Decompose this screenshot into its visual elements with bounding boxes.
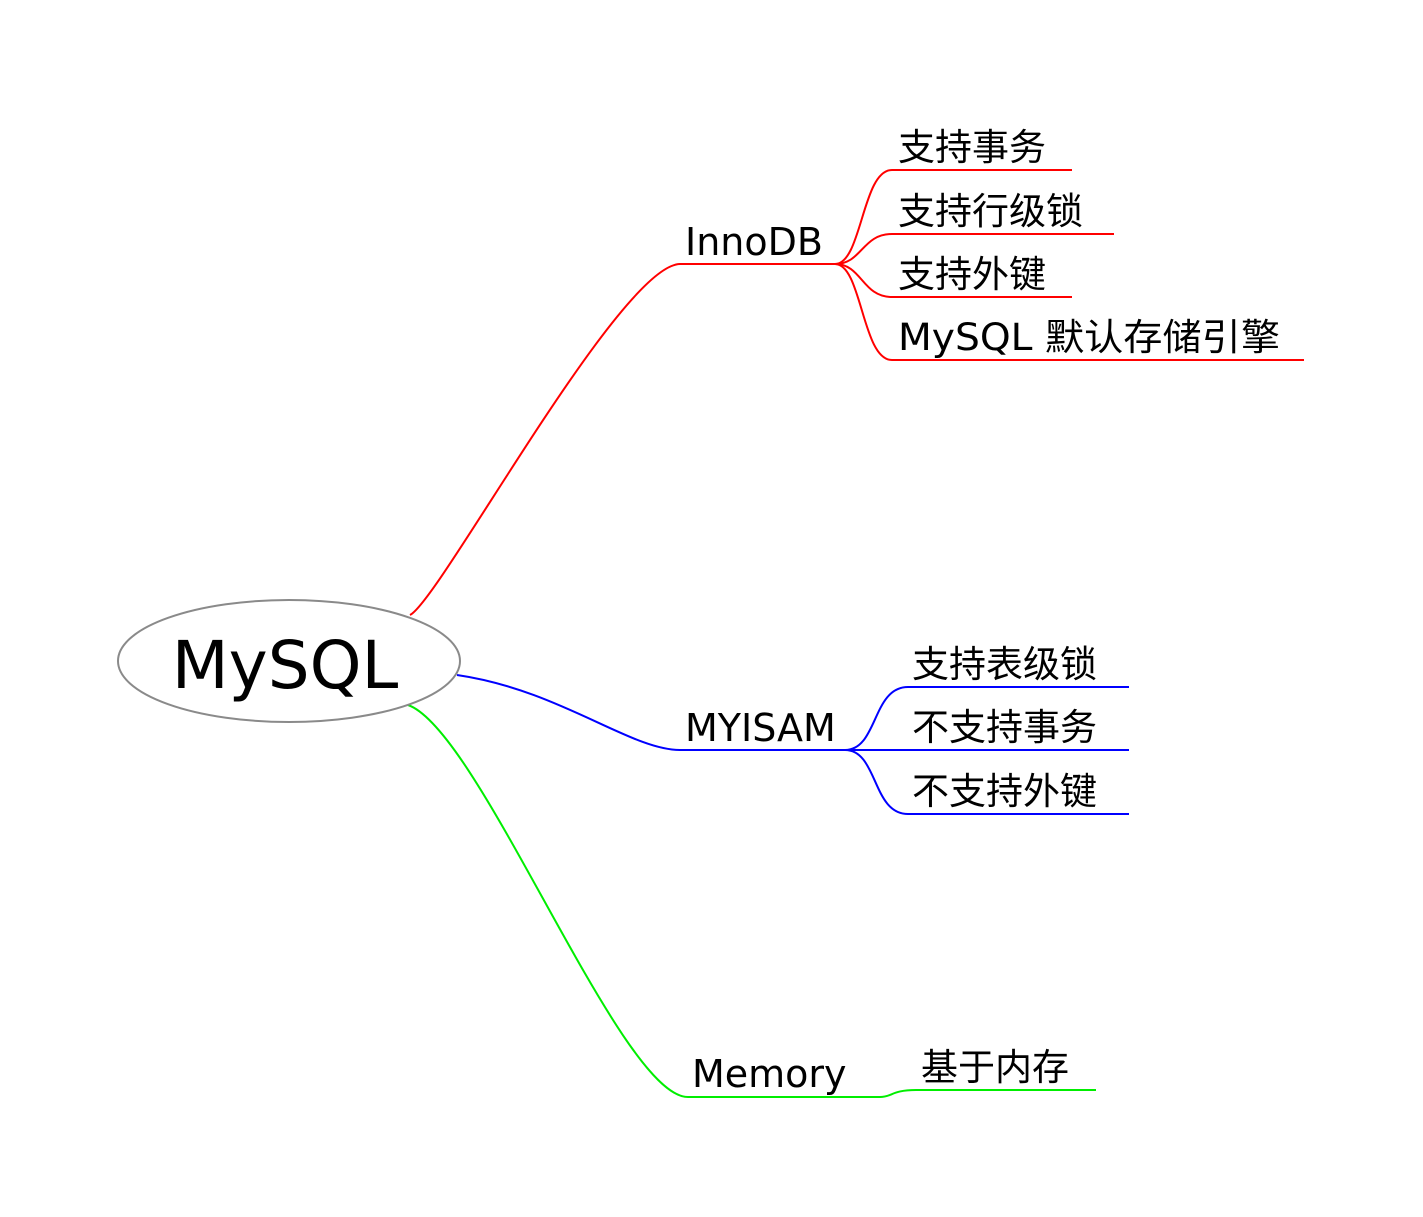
leaf-myisam-no-transactions[interactable]: 不支持事务 [912,706,1097,749]
innodb-leaf-connectors [834,169,1304,361]
leaf-myisam-table-lock[interactable]: 支持表级锁 [912,643,1097,686]
leaf-innodb-foreign-keys[interactable]: 支持外键 [898,253,1046,296]
myisam-leaf-connectors [844,686,1129,815]
root-label: MySQL [172,627,399,704]
branch-label-innodb[interactable]: InnoDB [685,220,823,264]
branch-label-memory[interactable]: Memory [692,1052,847,1096]
memory-leaf-connectors [879,1089,1096,1098]
leaf-innodb-transactions[interactable]: 支持事务 [898,126,1046,169]
connector-root-innodb [409,263,835,616]
leaf-innodb-row-lock[interactable]: 支持行级锁 [898,190,1083,233]
leaf-innodb-default-engine[interactable]: MySQL 默认存储引擎 [898,316,1280,359]
branch-label-myisam[interactable]: MYISAM [685,706,836,750]
connector-root-memory [407,704,880,1098]
leaf-myisam-no-foreign-keys[interactable]: 不支持外键 [912,770,1097,813]
leaf-memory-in-memory[interactable]: 基于内存 [921,1046,1069,1089]
connector-root-myisam [456,674,845,751]
root-node[interactable] [117,599,461,723]
